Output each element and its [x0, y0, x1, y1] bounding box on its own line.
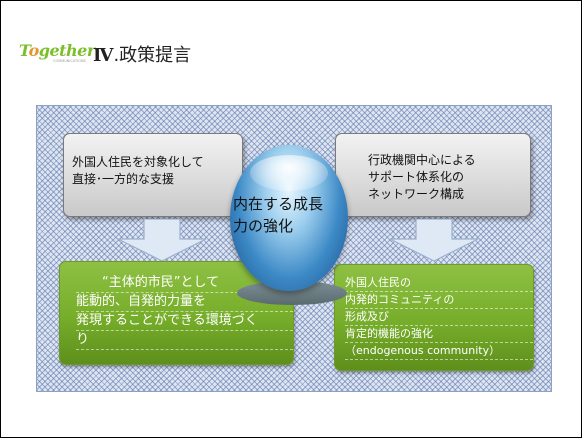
title-number: Ⅳ	[93, 45, 114, 66]
box-line: （endogenous community）	[345, 343, 533, 360]
box-line: 肯定的機能の強化	[345, 326, 533, 343]
box-line: 内発的コミュニティの	[345, 292, 533, 309]
box-line: 発現することができる環境づく	[76, 312, 293, 331]
logo-subtext: COMMUNICATIONS	[53, 59, 86, 63]
arrow-down-right-icon	[389, 219, 479, 262]
box-line: “主体的市民”として	[76, 274, 293, 293]
logo-wordmark: Together	[19, 41, 95, 60]
box-line: 外国人住民を対象化して	[72, 155, 204, 169]
box-line: 形成及び	[345, 309, 533, 326]
box-admin-network: 行政機関中心による サポート体系化の ネットワーク構成	[335, 133, 531, 217]
box-line: り	[76, 331, 293, 350]
sphere-label-line: 力の強化	[233, 217, 294, 235]
box-active-citizen: “主体的市民”として 能動的、自発的力量を 発現することができる環境づく り	[59, 261, 294, 365]
together-logo: Together COMMUNICATIONS	[19, 39, 95, 67]
box-line: 行政機関中心による	[368, 153, 476, 167]
box-direct-support: 外国人住民を対象化して 直接･一方的な支援	[63, 133, 243, 217]
box-line: サポート体系化の	[368, 170, 465, 184]
sphere-highlight	[250, 155, 328, 191]
box-endogenous-community: 外国人住民の 内発的コミュニティの 形成及び 肯定的機能の強化 （endogen…	[334, 264, 534, 371]
sphere-label-line: 内在する成長	[233, 195, 324, 213]
box-line: 直接･一方的な支援	[72, 172, 175, 186]
box-line: 能動的、自発的力量を	[76, 293, 293, 312]
title-text: .政策提言	[113, 45, 192, 66]
slide-title: Ⅳ.政策提言	[93, 41, 191, 67]
sphere-label: 内在する成長 力の強化	[233, 193, 353, 237]
growth-sphere	[230, 145, 348, 291]
arrow-down-left-icon	[117, 219, 207, 262]
box-line: ネットワーク構成	[368, 187, 465, 201]
box-line: 外国人住民の	[345, 275, 533, 292]
